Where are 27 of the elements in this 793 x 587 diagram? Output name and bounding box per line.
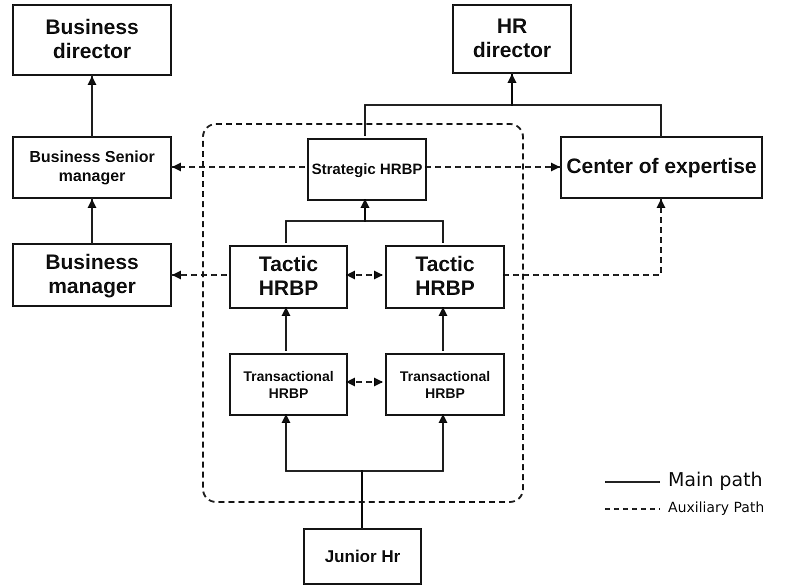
role-box: Transactional HRBP: [229, 353, 348, 416]
role-box: Business director: [12, 4, 172, 76]
arrow: [438, 307, 448, 351]
arrow: [282, 307, 290, 351]
role-box: Business manager: [12, 243, 172, 307]
role-box: Tactic HRBP: [229, 245, 348, 309]
dashed-arrow: [172, 270, 227, 280]
dashed-arrow: [172, 162, 305, 172]
dashed-arrow: [425, 162, 560, 172]
role-box: HR director: [452, 4, 572, 74]
legend-label: Auxiliary Path: [668, 500, 764, 516]
arrow: [88, 199, 96, 243]
dashed-arrow: [346, 270, 383, 280]
legend-label: Main path: [668, 469, 763, 491]
arrow: [508, 74, 662, 136]
dashed-arrow: [346, 378, 383, 386]
arrow: [88, 76, 96, 136]
arrow: [360, 199, 444, 243]
group-frame: [202, 123, 524, 503]
role-box: Tactic HRBP: [385, 245, 505, 309]
arrow: [361, 414, 448, 528]
role-box: Center of expertise: [560, 136, 763, 199]
role-box: Business Senior manager: [12, 136, 172, 199]
role-box: Junior Hr: [303, 528, 422, 585]
role-box: Transactional HRBP: [385, 353, 505, 416]
role-box: Strategic HRBP: [307, 138, 427, 201]
dashed-arrow: [503, 199, 666, 276]
